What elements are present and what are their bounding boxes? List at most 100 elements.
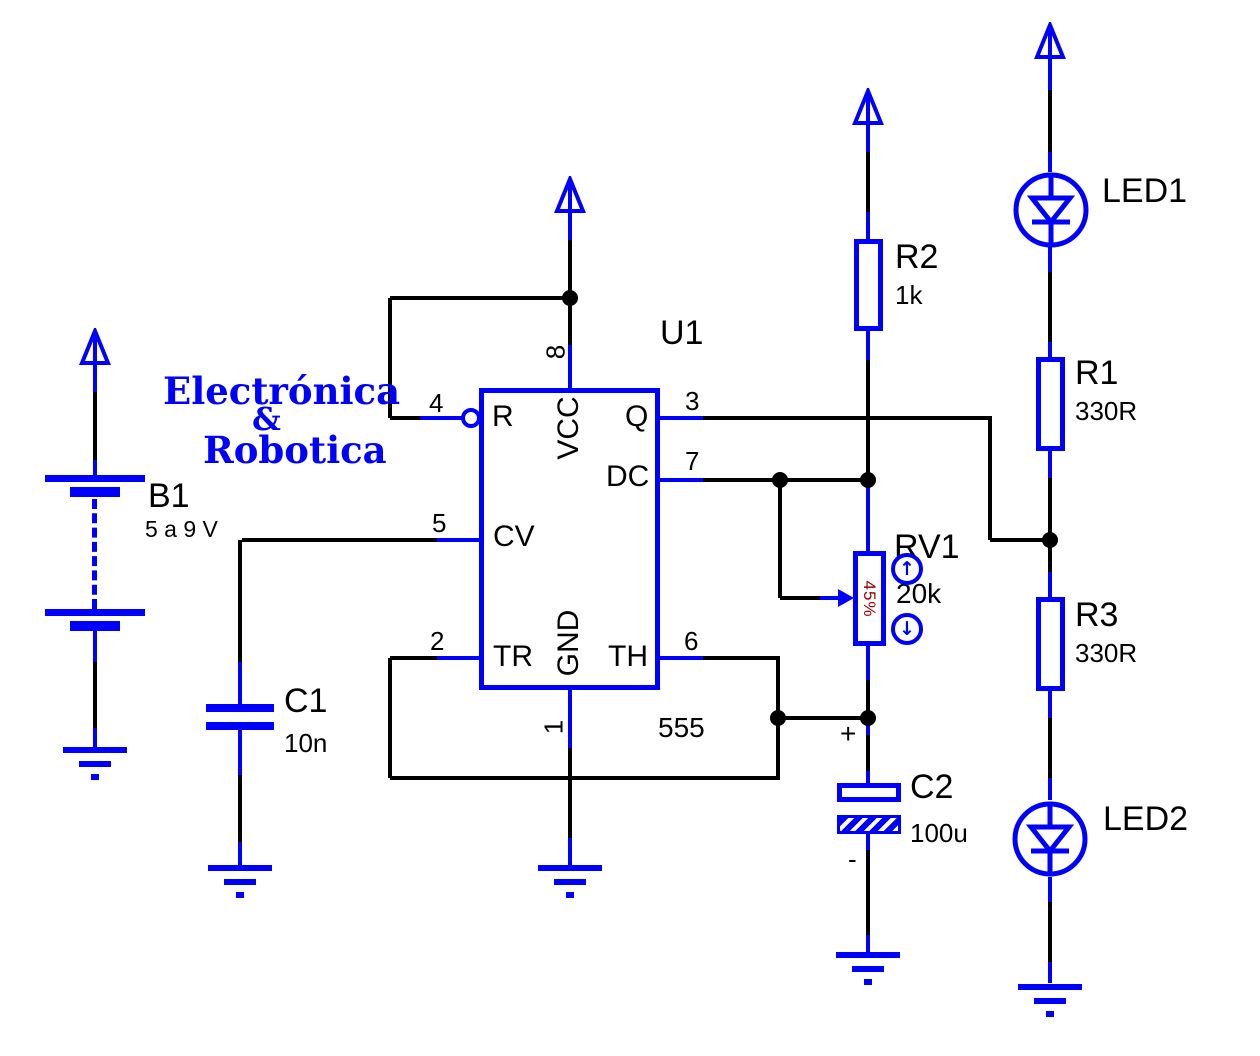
capacitor-c2-plus: +	[840, 718, 857, 749]
pin-number-2: 2	[430, 626, 445, 656]
wire	[390, 776, 780, 780]
pin-stub	[1048, 342, 1052, 357]
pin-stub	[1048, 451, 1052, 478]
wire	[1048, 546, 1052, 572]
power-arrow-icon	[1034, 22, 1066, 60]
wire	[866, 680, 870, 712]
pin-stub	[568, 345, 572, 388]
led2-ref: LED2	[1103, 800, 1189, 838]
pin-name-dc: DC	[606, 460, 650, 493]
resistor-r3-ref: R3	[1075, 596, 1119, 634]
pin-stub	[1048, 247, 1052, 272]
wire	[778, 483, 782, 598]
pin-stub	[437, 538, 479, 542]
led1-symbol[interactable]	[1011, 169, 1091, 251]
pin-stub	[866, 935, 870, 953]
junction-dot	[1042, 532, 1058, 548]
resistor-r1-body[interactable]	[1036, 357, 1065, 451]
pin-stub	[866, 483, 870, 551]
pin-stub	[1048, 962, 1052, 983]
pot-decrease-button[interactable]: ↓	[891, 613, 923, 645]
wire	[703, 656, 780, 660]
pin-number-5: 5	[432, 508, 447, 538]
down-arrow-icon: ↓	[899, 618, 915, 640]
wire	[776, 658, 780, 720]
ground-icon	[63, 747, 127, 780]
pot-increase-button[interactable]: ↑	[891, 553, 923, 585]
wire	[93, 392, 97, 460]
wire	[238, 775, 242, 842]
battery-dashed-link	[92, 499, 97, 609]
pin-stub	[866, 124, 870, 152]
pin-stub	[1048, 877, 1052, 902]
pin-name-gnd: GND	[552, 609, 585, 677]
wire	[990, 538, 1047, 542]
pin-number-7: 7	[685, 446, 700, 476]
battery-plate-short	[70, 487, 120, 497]
pin-stub	[93, 629, 97, 662]
battery-plate-long	[45, 475, 145, 482]
pin-stub	[93, 728, 97, 750]
pot-wiper-arrow-icon	[838, 589, 854, 607]
pin-stub	[420, 416, 464, 420]
wire	[568, 748, 572, 838]
ic-ref: U1	[660, 314, 704, 352]
pin-number-8: 8	[540, 344, 571, 360]
pin-name-q: Q	[625, 400, 649, 433]
resistor-r3-body[interactable]	[1036, 597, 1065, 691]
resistor-r1-value: 330R	[1075, 396, 1138, 426]
capacitor-c2-ref: C2	[910, 768, 954, 806]
pin-stub	[1048, 691, 1052, 718]
pin-number-3: 3	[685, 386, 700, 416]
ic-u1-body[interactable]	[479, 388, 660, 690]
brand-line-2: &	[252, 400, 281, 438]
resistor-r2-body[interactable]	[854, 239, 883, 331]
wire	[866, 850, 870, 935]
pin-stub	[866, 834, 870, 850]
pin-number-6: 6	[684, 626, 699, 656]
ground-icon	[1018, 984, 1082, 1017]
wire	[780, 596, 822, 600]
pin-stub	[568, 212, 572, 240]
junction-dot	[860, 710, 876, 726]
pin-stub	[660, 656, 703, 660]
pin-stub	[568, 690, 572, 748]
pin-name-th: TH	[608, 640, 648, 673]
pot-rv1-body[interactable]	[853, 551, 886, 646]
wire	[780, 716, 866, 720]
junction-dot	[772, 472, 788, 488]
pin-name-cv: CV	[493, 520, 535, 553]
wire	[1048, 718, 1052, 778]
resistor-r1-ref: R1	[1075, 354, 1119, 392]
pin-stub	[93, 460, 97, 477]
wire	[703, 416, 992, 420]
ground-icon	[538, 865, 602, 898]
led2-symbol[interactable]	[1010, 798, 1090, 880]
ic-value: 555	[658, 712, 705, 743]
wire	[390, 296, 572, 300]
pin-stub	[93, 360, 97, 392]
pin-stub	[1048, 572, 1052, 597]
wire	[866, 735, 870, 771]
wire	[866, 152, 870, 212]
power-arrow-icon	[79, 328, 111, 366]
pin-name-r: R	[492, 400, 514, 433]
power-arrow-icon	[852, 88, 884, 126]
junction-dot	[860, 472, 876, 488]
pin-stub	[866, 330, 870, 360]
battery-ref: B1	[148, 477, 190, 515]
pin-stub	[437, 656, 479, 660]
pin-name-tr: TR	[493, 640, 533, 673]
pin-stub	[238, 842, 242, 866]
pin-stub	[568, 838, 572, 866]
pin-number-1: 1	[538, 719, 569, 735]
junction-dot	[562, 290, 578, 306]
pin-stub	[238, 662, 242, 706]
junction-dot	[770, 710, 786, 726]
capacitor-c2-value: 100u	[910, 818, 968, 848]
capacitor-plate	[206, 722, 274, 730]
pin-stub	[866, 771, 870, 783]
ground-icon	[836, 952, 900, 985]
wire	[776, 720, 780, 778]
